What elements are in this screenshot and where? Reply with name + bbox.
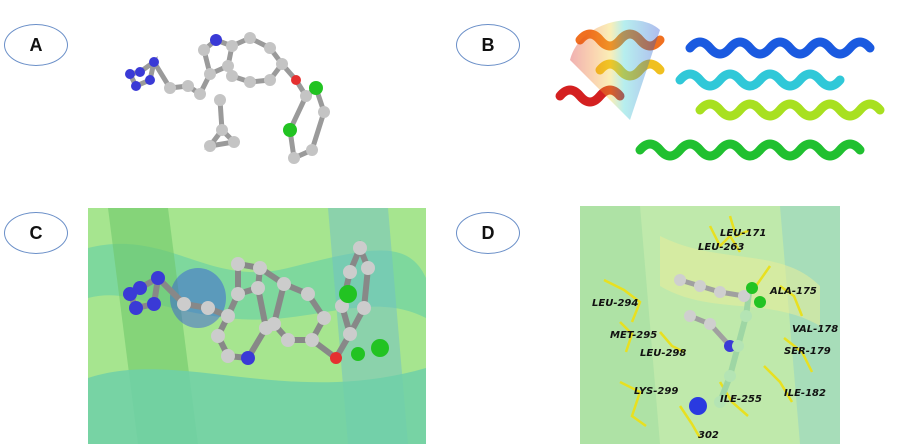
panel-label-a: A [4, 24, 68, 66]
residue-label: MET-295 [610, 330, 657, 341]
residue-label: LEU-298 [640, 348, 686, 359]
residue-label: ILE-255 [720, 394, 762, 405]
residue-label: LEU-263 [698, 242, 744, 253]
residue-label: SER-179 [784, 346, 831, 357]
residue-label: 302 [698, 430, 719, 441]
residue-label: LEU-171 [720, 228, 766, 239]
panel-label-c: C [4, 212, 68, 254]
binding-pocket-c [88, 208, 426, 444]
residue-label: VAL-178 [792, 324, 838, 335]
residue-label: LYS-299 [634, 386, 678, 397]
ligand-structure-a [125, 32, 330, 164]
panel-label-d: D [456, 212, 520, 254]
residue-label: ILE-182 [784, 388, 826, 399]
residue-label: ALA-175 [769, 286, 817, 297]
protein-cartoon-b [555, 20, 885, 161]
panel-label-b: B [456, 24, 520, 66]
residue-label: LEU-294 [592, 298, 638, 309]
